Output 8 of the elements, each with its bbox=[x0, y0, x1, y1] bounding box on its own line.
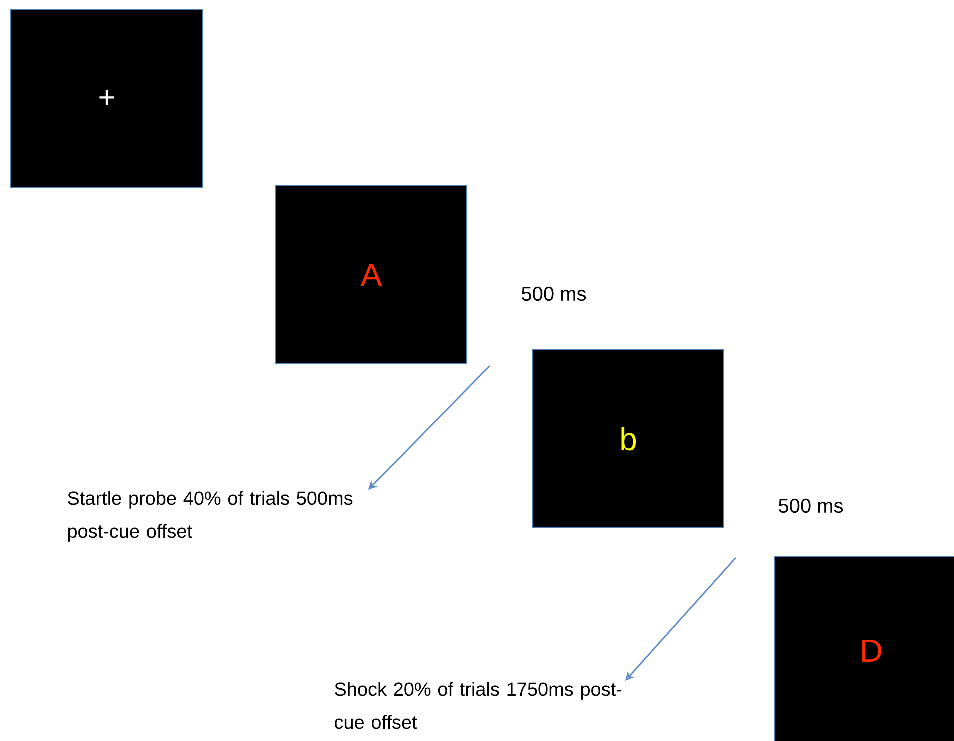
stimulus-screen: A bbox=[276, 186, 468, 364]
duration-label: 500 ms bbox=[779, 498, 844, 514]
stimulus-screen: D bbox=[774, 556, 954, 741]
annotation-text: Startle probe 40% of trials 500ms post-cue offset bbox=[68, 491, 353, 542]
duration-label: 500 ms bbox=[522, 286, 586, 302]
stimulus-screen: + bbox=[10, 10, 204, 188]
stimulus-screen: b bbox=[532, 350, 724, 528]
annotation-text: Shock 20% of trials 1750ms post-cue offset bbox=[335, 682, 622, 730]
